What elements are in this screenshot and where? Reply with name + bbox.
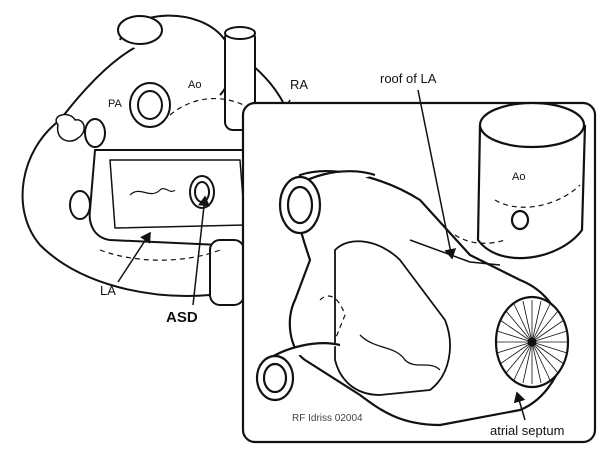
label-pa: PA — [108, 99, 122, 110]
label-atrial-septum: atrial septum — [490, 424, 564, 437]
pa-vessel — [130, 83, 170, 127]
label-roof-of-la: roof of LA — [380, 72, 436, 85]
right-inset — [243, 103, 595, 442]
artist-signature: RF Idriss 02004 — [292, 414, 363, 424]
la-left-body — [90, 150, 259, 246]
label-ao-right: Ao — [512, 172, 525, 183]
ivc-left — [210, 240, 244, 305]
asd-opening — [190, 176, 214, 208]
label-ao-left: Ao — [188, 80, 201, 91]
label-la: LA — [100, 284, 116, 297]
label-asd: ASD — [166, 310, 198, 325]
label-ra: RA — [290, 78, 308, 91]
